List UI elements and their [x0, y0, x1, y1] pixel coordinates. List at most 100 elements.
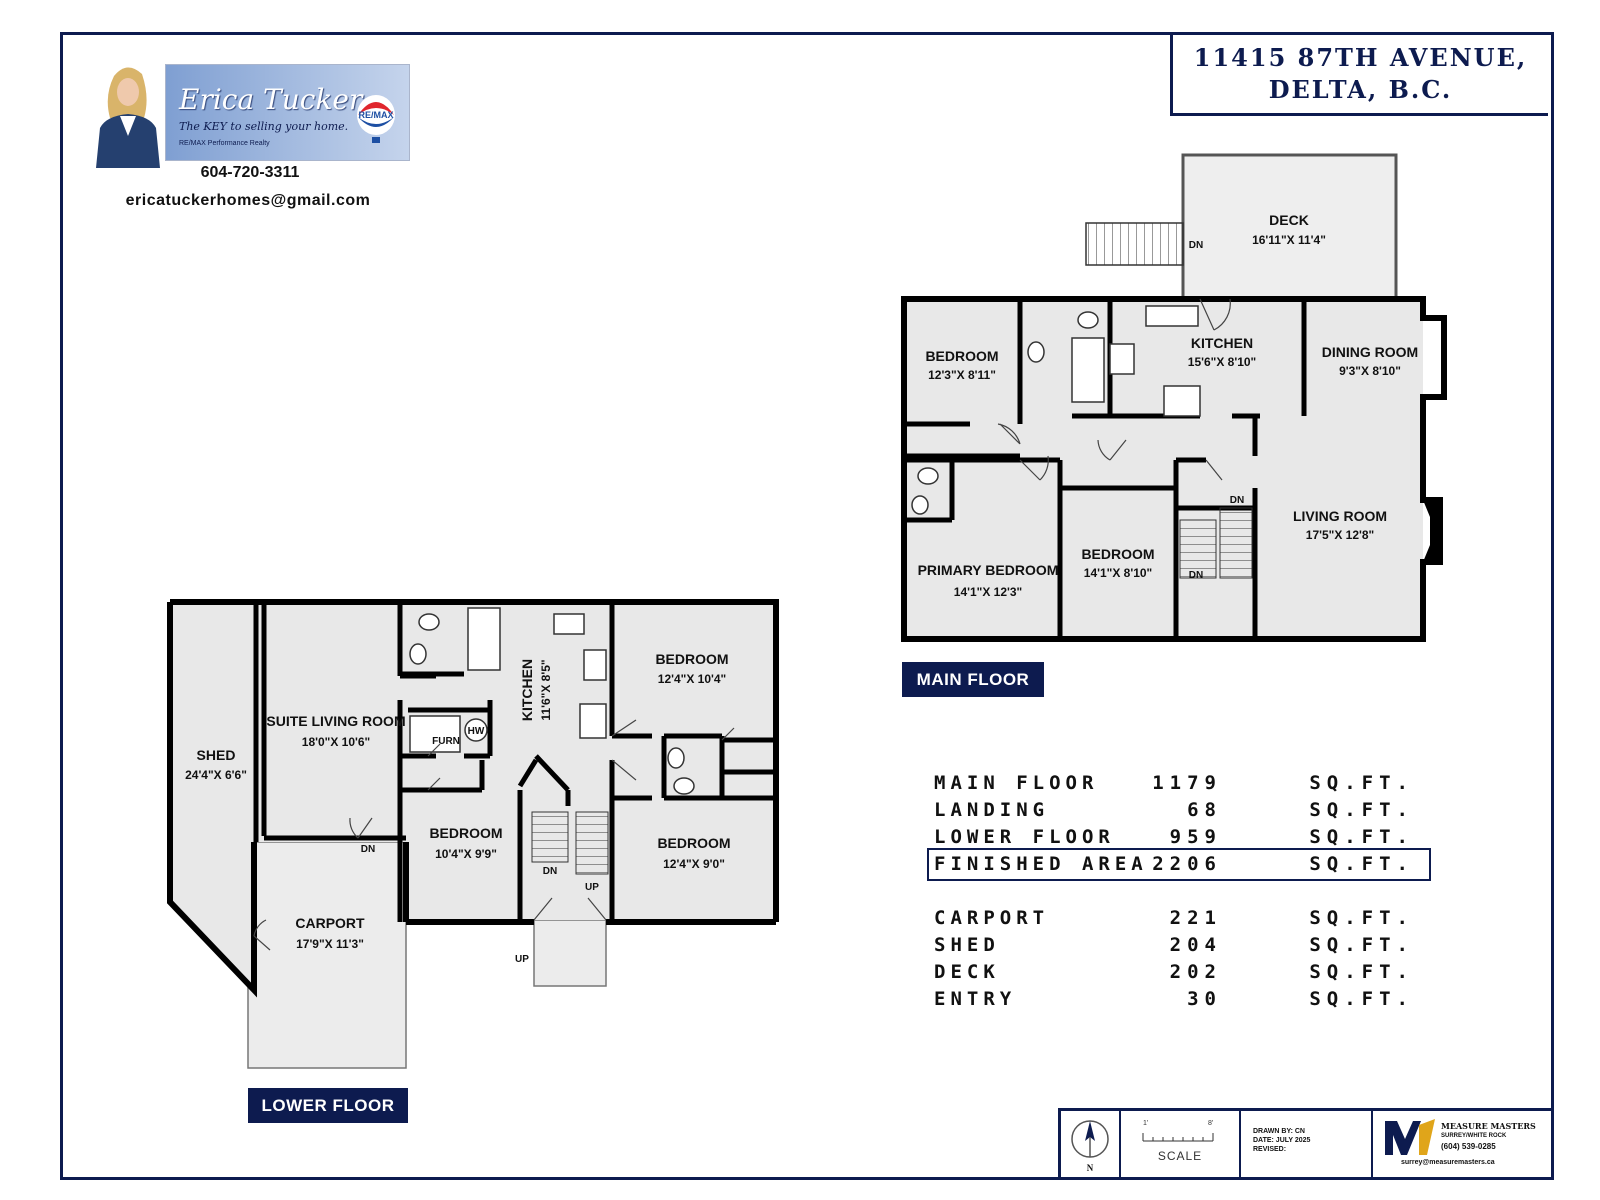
area-unit: SQ.FT.	[1309, 853, 1414, 875]
main-floor-landing-stairs	[1179, 519, 1217, 579]
lower-stairs-down	[531, 811, 569, 863]
main-room-name: DECK	[1269, 212, 1309, 228]
main-floor-slab	[904, 299, 1423, 639]
agent-banner: Erica Tucker The KEY to selling your hom…	[165, 64, 410, 161]
main-room-name: DINING ROOM	[1322, 344, 1418, 360]
main-room-dims: 14'1"X 12'3"	[954, 585, 1022, 599]
main-floor-tag: MAIN FLOOR	[902, 662, 1044, 697]
lower-room-dims: 10'4"X 9'9"	[435, 847, 497, 861]
main-room-name: KITCHEN	[1191, 335, 1253, 351]
stair-marker: UP	[585, 882, 599, 893]
area-row: ENTRY 30 SQ.FT.	[930, 986, 1428, 1013]
main-door-swings	[997, 298, 1231, 481]
area-value: 221	[1169, 907, 1222, 929]
lower-room-dims: 12'4"X 9'0"	[663, 857, 725, 871]
stair-marker: DN	[1230, 495, 1244, 506]
main-room-dims: 15'6"X 8'10"	[1188, 355, 1256, 369]
area-unit: SQ.FT.	[1309, 988, 1414, 1010]
area-name: MAIN FLOOR	[934, 772, 1099, 794]
lower-room-name: BEDROOM	[657, 835, 730, 851]
area-unit: SQ.FT.	[1309, 907, 1414, 929]
main-room-name: LIVING ROOM	[1293, 508, 1387, 524]
lower-room-name: BEDROOM	[655, 651, 728, 667]
carport-area	[247, 841, 407, 1069]
firm-name: MEASURE MASTERS	[1441, 1121, 1536, 1131]
main-room-name: BEDROOM	[1081, 546, 1154, 562]
firm-cell: MEASURE MASTERS SURREY/WHITE ROCK (604) …	[1375, 1111, 1551, 1177]
agent-brokerage: RE/MAX Performance Realty	[179, 140, 270, 147]
stair-marker: DN	[1189, 240, 1203, 251]
compass-cell: N	[1061, 1111, 1121, 1177]
main-room-dims: 16'11"X 11'4"	[1252, 233, 1326, 247]
main-room-dims: 17'5"X 12'8"	[1306, 528, 1374, 542]
main-floor-interior-walls	[904, 299, 1307, 639]
lower-room-dims: 24'4"X 6'6"	[185, 768, 247, 782]
area-row: LOWER FLOOR 959 SQ.FT.	[930, 824, 1428, 851]
lower-door-swings	[253, 719, 735, 951]
area-name: FINISHED AREA	[934, 853, 1148, 875]
agent-name: Erica Tucker	[179, 83, 363, 116]
lower-room-name: SUITE LIVING ROOM	[266, 713, 405, 729]
stair-marker: DN	[361, 844, 375, 855]
drawing-date: DATE: JULY 2025	[1253, 1137, 1311, 1144]
agent-email: ericatuckerhomes@gmail.com	[125, 192, 371, 209]
agent-phone: 604-720-3311	[200, 164, 300, 181]
furnace-label: FURN	[432, 736, 460, 747]
lower-floor-tag: LOWER FLOOR	[248, 1088, 408, 1123]
area-row: CARPORT 221 SQ.FT.	[930, 905, 1428, 932]
address-line-1: 11415 87TH AVENUE,	[1193, 43, 1528, 72]
scale-bar-icon	[1142, 1133, 1214, 1142]
area-value: 2206	[1152, 853, 1222, 875]
stair-marker: DN	[543, 866, 557, 877]
drawn-by: DRAWN BY: CN	[1253, 1128, 1305, 1135]
area-row: DECK 202 SQ.FT.	[930, 959, 1428, 986]
main-room-dims: 12'3"X 8'11"	[928, 368, 996, 382]
area-name: DECK	[934, 961, 1000, 983]
area-name: ENTRY	[934, 988, 1017, 1010]
remax-logo-text: RE/MAX	[358, 110, 393, 120]
area-row: MAIN FLOOR 1179 SQ.FT.	[930, 770, 1428, 797]
lower-room-name: BEDROOM	[429, 825, 502, 841]
firm-phone: (604) 539-0285	[1441, 1142, 1496, 1151]
area-unit: SQ.FT.	[1309, 772, 1414, 794]
lower-floor-slab	[170, 602, 776, 990]
main-room-dims: 9'3"X 8'10"	[1339, 364, 1401, 378]
address-line-2: DELTA, B.C.	[1268, 75, 1453, 104]
area-row: LANDING 68 SQ.FT.	[930, 797, 1428, 824]
main-floor-plan: DECK 16'11"X 11'4" BEDROOM 12'3"X 8'11" …	[901, 153, 1447, 642]
stair-marker: UP	[515, 954, 529, 965]
lower-stairs-up	[575, 811, 609, 875]
revised: REVISED:	[1253, 1146, 1287, 1153]
lower-floor-exterior-walls	[167, 599, 779, 998]
area-value: 30	[1187, 988, 1222, 1010]
firm-email: surrey@measuremasters.ca	[1401, 1159, 1495, 1166]
finished-area-row: FINISHED AREA 2206 SQ.FT.	[927, 848, 1431, 881]
area-unit: SQ.FT.	[1309, 799, 1414, 821]
hot-water-label: HW	[468, 726, 485, 737]
area-value: 68	[1187, 799, 1222, 821]
scale-label: SCALE	[1157, 1149, 1203, 1163]
lower-room-dims: 18'0"X 10'6"	[302, 735, 370, 749]
main-bath-fixtures	[911, 305, 1201, 515]
property-address: 11415 87TH AVENUE, DELTA, B.C.	[1170, 32, 1548, 116]
main-floor-stairs	[1219, 507, 1253, 579]
area-value: 204	[1169, 934, 1222, 956]
compass-letter: N	[1087, 1163, 1094, 1173]
lower-floor-plan: SHED 24'4"X 6'6" SUITE LIVING ROOM 18'0"…	[167, 599, 779, 1069]
firm-city: SURREY/WHITE ROCK	[1441, 1133, 1507, 1139]
area-name: SHED	[934, 934, 1000, 956]
entry-area	[533, 919, 607, 987]
lower-room-dims: 12'4"X 10'4"	[658, 672, 726, 686]
scale-min-label: 1'	[1143, 1120, 1149, 1127]
lower-room-name: CARPORT	[295, 915, 365, 931]
area-name: LANDING	[934, 799, 1050, 821]
area-spacer	[930, 878, 1428, 905]
area-unit: SQ.FT.	[1309, 826, 1414, 848]
scale-cell: 1' 8' SCALE	[1121, 1111, 1241, 1177]
area-unit: SQ.FT.	[1309, 961, 1414, 983]
area-value: 202	[1169, 961, 1222, 983]
area-value: 1179	[1152, 772, 1222, 794]
lower-fixtures	[409, 607, 695, 795]
area-value: 959	[1169, 826, 1222, 848]
